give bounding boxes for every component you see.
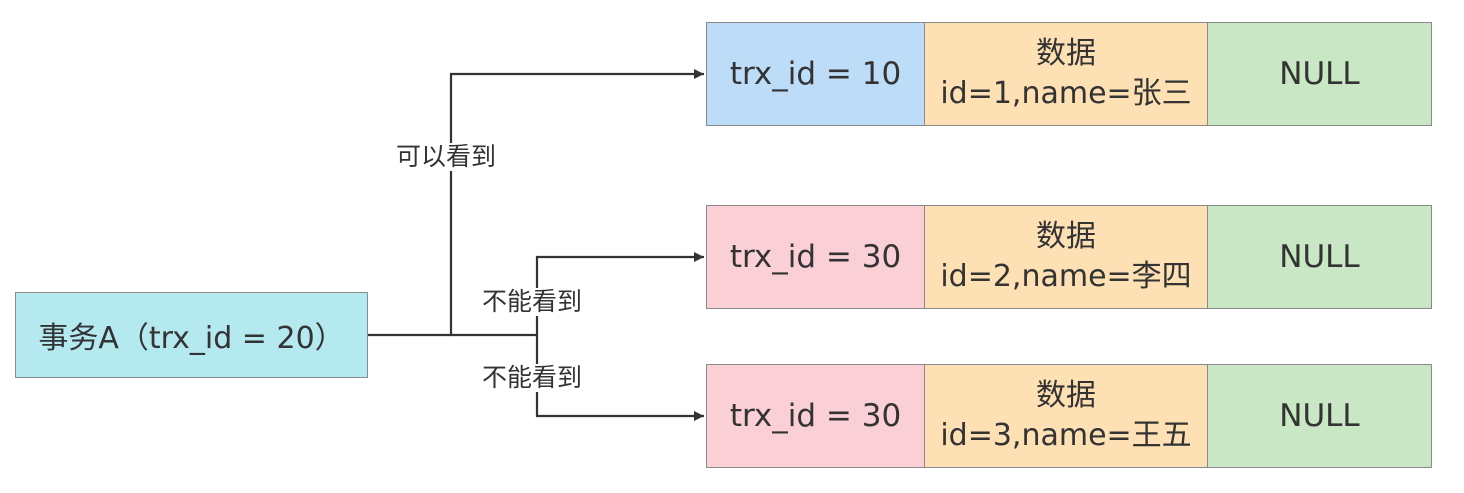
edge-label-visible: 可以看到	[394, 142, 499, 171]
record-row-2: trx_id = 30 数据 id=2,name=李四 NULL	[706, 205, 1432, 309]
record-data-cell: 数据 id=1,name=张三	[924, 22, 1208, 126]
record-data-cell: 数据 id=3,name=王五	[924, 364, 1208, 468]
record-trx-id-cell: trx_id = 30	[706, 205, 925, 309]
record-trx-id: trx_id = 10	[729, 56, 902, 92]
transaction-a-node: 事务A（trx_id = 20）	[15, 292, 368, 378]
record-data-cell: 数据 id=2,name=李四	[924, 205, 1208, 309]
record-roll-pointer: NULL	[1279, 56, 1360, 92]
record-data-value: id=2,name=李四	[940, 259, 1192, 294]
edge-not-visible-2	[535, 335, 704, 421]
record-data-title: 数据	[1036, 35, 1096, 71]
edge-label-not-visible-1: 不能看到	[480, 287, 585, 316]
record-roll-pointer-cell: NULL	[1207, 205, 1432, 309]
record-row-1: trx_id = 10 数据 id=1,name=张三 NULL	[706, 22, 1432, 126]
record-roll-pointer-cell: NULL	[1207, 22, 1432, 126]
record-trx-id: trx_id = 30	[729, 239, 902, 275]
record-data-title: 数据	[1036, 218, 1096, 254]
record-roll-pointer: NULL	[1279, 239, 1360, 275]
record-row-3: trx_id = 30 数据 id=3,name=王五 NULL	[706, 364, 1432, 468]
record-data-title: 数据	[1036, 377, 1096, 413]
record-trx-id-cell: trx_id = 30	[706, 364, 925, 468]
record-trx-id-cell: trx_id = 10	[706, 22, 925, 126]
transaction-a-label: 事务A（trx_id = 20）	[38, 321, 345, 356]
record-roll-pointer-cell: NULL	[1207, 364, 1432, 468]
record-data-value: id=3,name=王五	[940, 418, 1192, 453]
record-trx-id: trx_id = 30	[729, 398, 902, 434]
record-roll-pointer: NULL	[1279, 398, 1360, 434]
edge-label-not-visible-2: 不能看到	[480, 363, 585, 392]
record-data-value: id=1,name=张三	[940, 76, 1192, 111]
edge-visible	[368, 69, 704, 337]
